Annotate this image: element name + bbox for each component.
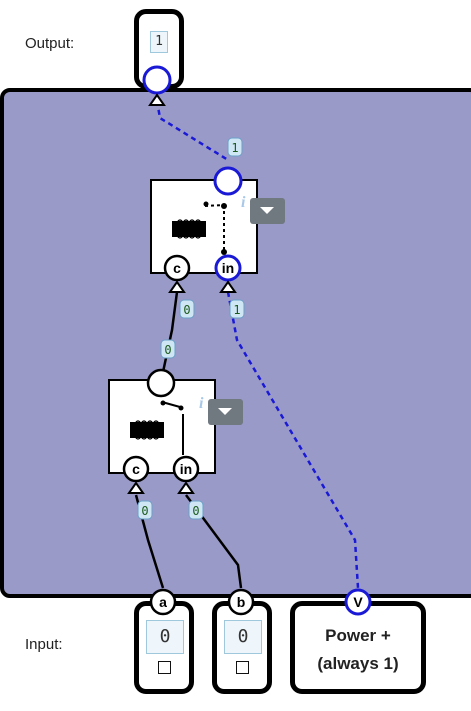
relay-1-in-pin[interactable] (214, 254, 242, 282)
relay-1-c-label: c (173, 260, 181, 276)
relay-1[interactable] (150, 179, 285, 274)
triangle-icon (168, 280, 186, 293)
wire-power-to-relay1-in[interactable] (226, 291, 360, 589)
wire-value-relay2-out: 0 (160, 339, 176, 359)
power-line2: (always 1) (317, 654, 399, 673)
power-line1: Power + (325, 626, 391, 645)
relay-2-info-icon[interactable]: i (199, 395, 204, 412)
input-b-checkbox[interactable] (236, 661, 249, 674)
triangle-icon (148, 93, 166, 106)
svg-text:0: 0 (183, 303, 190, 317)
input-a-checkbox[interactable] (158, 661, 171, 674)
triangle-icon (127, 481, 145, 494)
output-label: Output: (25, 35, 75, 52)
svg-text:0: 0 (164, 343, 171, 357)
relay-1-output-pin[interactable] (213, 166, 243, 196)
output-value: 1 (150, 31, 168, 53)
chevron-down-icon (260, 207, 274, 214)
power-pin[interactable] (344, 588, 372, 616)
svg-text:0: 0 (192, 504, 199, 518)
output-pin[interactable] (142, 65, 172, 95)
svg-text:0: 0 (141, 504, 148, 518)
wire-b-to-relay2-in[interactable] (184, 494, 243, 589)
relay-1-c-pin[interactable] (163, 254, 191, 282)
relay-1-info-icon[interactable]: i (241, 194, 246, 211)
relay-2-in-label: in (180, 461, 192, 477)
triangle-icon (219, 280, 237, 293)
input-a-pin[interactable] (149, 588, 177, 616)
input-label: Input: (25, 636, 63, 653)
wire-value-relay2-in: 0 (188, 500, 204, 520)
input-b-pin-label: b (237, 594, 246, 610)
relay-2-c-pin[interactable] (122, 455, 150, 483)
input-a-pin-label: a (159, 594, 167, 610)
relay-1-in-label: in (222, 260, 234, 276)
relay-2-in-pin[interactable] (172, 455, 200, 483)
wire-relay2-to-relay1-c[interactable] (161, 291, 179, 373)
chevron-down-icon (218, 408, 232, 415)
svg-text:1: 1 (231, 141, 238, 155)
relay-2-output-pin[interactable] (146, 368, 176, 398)
wire-value-relay1-c: 0 (179, 299, 195, 319)
svg-text:1: 1 (233, 303, 240, 317)
input-b-pin[interactable] (227, 588, 255, 616)
wire-relay1-to-output[interactable] (155, 100, 229, 162)
power-pin-label: V (353, 594, 363, 610)
input-b-value[interactable]: 0 (224, 620, 262, 654)
triangle-icon (177, 481, 195, 494)
wire-value-relay2-c: 0 (137, 500, 153, 520)
wire-value-relay1-out: 1 (227, 137, 243, 157)
input-a-value[interactable]: 0 (146, 620, 184, 654)
relay-2-c-label: c (132, 461, 140, 477)
wire-value-relay1-in: 1 (229, 299, 245, 319)
